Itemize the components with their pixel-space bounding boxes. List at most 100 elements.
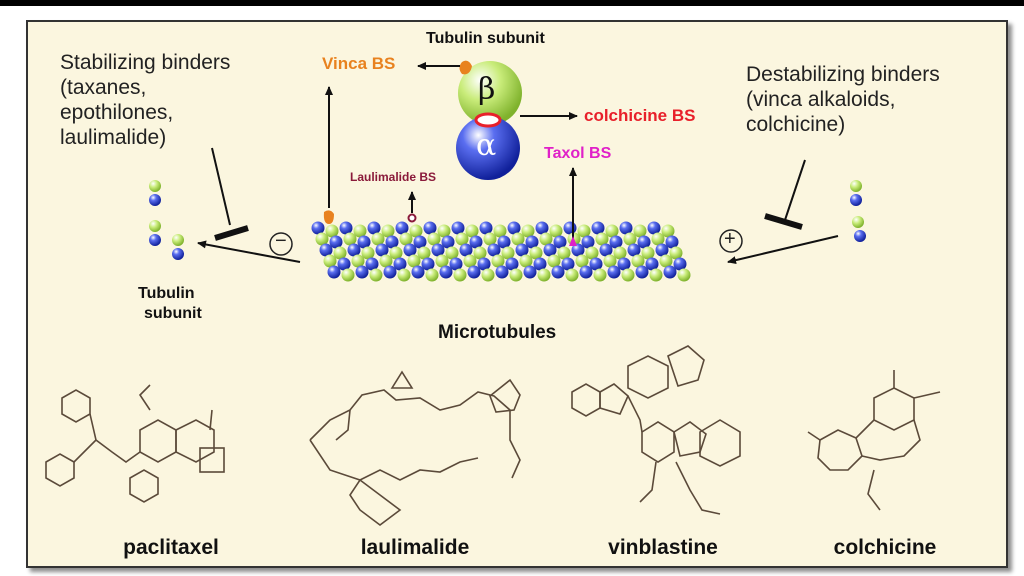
microtubule-subunit [487, 243, 501, 257]
plus-sign: + [724, 228, 736, 250]
microtubule-subunit [369, 268, 383, 282]
microtubule-subunit [431, 243, 445, 257]
colchicine-site [474, 112, 502, 128]
microtubule-subunit [577, 224, 591, 238]
laulimalide-site-marker [407, 213, 417, 223]
beta-symbol: β [478, 72, 496, 107]
microtubule-subunit [327, 265, 341, 279]
minus-end-circle [269, 232, 293, 256]
microtubule-subunit [633, 224, 647, 238]
microtubule-subunit [353, 224, 367, 238]
microtubule-subunit [511, 232, 525, 246]
microtubule-subunit [515, 243, 529, 257]
microtubule-subunit [609, 235, 623, 249]
microtubule-subunit [413, 235, 427, 249]
microtubule-subunit [445, 246, 459, 260]
microtubule-subunit [459, 243, 473, 257]
microtubules-label: Microtubules [438, 322, 557, 343]
microtubule-subunit [589, 257, 603, 271]
microtubule-subunit [621, 268, 635, 282]
microtubule-subunit [595, 232, 609, 246]
microtubule-subunit [617, 257, 631, 271]
microtubule-subunit [455, 232, 469, 246]
microtubule-subunit [529, 246, 543, 260]
microtubule-subunit [575, 254, 589, 268]
microtubule-subunit [591, 221, 605, 235]
microtubule-subunit [535, 221, 549, 235]
microtubule-subunit [333, 246, 347, 260]
microtubule-subunit [441, 235, 455, 249]
microtubule-subunit [525, 235, 539, 249]
microtubule-subunit [311, 221, 325, 235]
microtubule-subunit [581, 235, 595, 249]
microtubule-subunit [659, 254, 673, 268]
microtubule-subunit [665, 235, 679, 249]
beta-tubulin [458, 61, 522, 125]
laulimalide-bs-label: Laulimalide BS [350, 170, 437, 184]
vinca-site-marker [323, 210, 334, 224]
microtubule-subunit [645, 257, 659, 271]
microtubule-subunit [603, 254, 617, 268]
microtubule-subunit [325, 224, 339, 238]
microtubule-subunit [397, 268, 411, 282]
microtubule-subunit [599, 243, 613, 257]
microtubule-subunit [613, 246, 627, 260]
microtubule-subunit [631, 254, 645, 268]
microtubule-subunit [453, 268, 467, 282]
microtubule-subunit [361, 246, 375, 260]
microtubule-subunit [661, 224, 675, 238]
microtubule-subunit [519, 254, 533, 268]
microtubule-subunit [553, 235, 567, 249]
microtubule-subunit [507, 221, 521, 235]
microtubule-subunit [437, 224, 451, 238]
microtubule-subunit [423, 221, 437, 235]
taxol-bs-label: Taxol BS [544, 145, 612, 162]
microtubule-subunit [323, 254, 337, 268]
stabilizing-inhibition-bar [214, 225, 249, 241]
diagram-panel [26, 20, 1008, 568]
microtubule-subunit [537, 268, 551, 282]
microtubule-subunit [663, 265, 677, 279]
microtubule-subunit [411, 265, 425, 279]
microtubule-subunit [605, 224, 619, 238]
destabilizing-binders-text: Destabilizing binders (vinca alkaloids, … [746, 63, 940, 136]
microtubule-subunit [379, 254, 393, 268]
microtubule-subunit [543, 243, 557, 257]
microtubule-subunit [421, 257, 435, 271]
microtubule-subunit [417, 246, 431, 260]
microtubule-subunit [329, 235, 343, 249]
plus-end-circle [719, 229, 743, 253]
microtubule-subunit [501, 246, 515, 260]
microtubule-subunit [347, 243, 361, 257]
stabilizing-binders-text: Stabilizing binders (taxanes, epothilone… [60, 51, 231, 149]
microtubule-subunit [403, 243, 417, 257]
microtubule-subunit [389, 246, 403, 260]
microtubule-subunit [367, 221, 381, 235]
microtubule-subunit [439, 265, 453, 279]
microtubule-subunit [365, 257, 379, 271]
microtubule-subunit [451, 221, 465, 235]
microtubule-subunit [473, 246, 487, 260]
microtubule-subunit [479, 221, 493, 235]
microtubule-subunit [579, 265, 593, 279]
microtubule-subunit [337, 257, 351, 271]
molecule-name-colchicine: colchicine [833, 536, 937, 559]
microtubule-subunit [351, 254, 365, 268]
microtubule-subunit [561, 257, 575, 271]
microtubule-subunit [477, 257, 491, 271]
alpha-symbol: α [476, 128, 497, 163]
microtubule-subunit [571, 243, 585, 257]
free-subunits-right [850, 180, 866, 242]
microtubule-subunit [341, 268, 355, 282]
microtubule-subunit [435, 254, 449, 268]
colchicine-structure [807, 370, 941, 511]
tubulin-subunit-top-label: Tubulin subunit [426, 30, 545, 47]
microtubule-subunit [669, 246, 683, 260]
microtubule-subunit [637, 235, 651, 249]
microtubule-subunit [357, 235, 371, 249]
microtubule-subunit [557, 246, 571, 260]
microtubule-subunit [495, 265, 509, 279]
vinca-bs-label: Vinca BS [322, 54, 396, 73]
microtubule-subunit [651, 232, 665, 246]
microtubule-subunit [371, 232, 385, 246]
